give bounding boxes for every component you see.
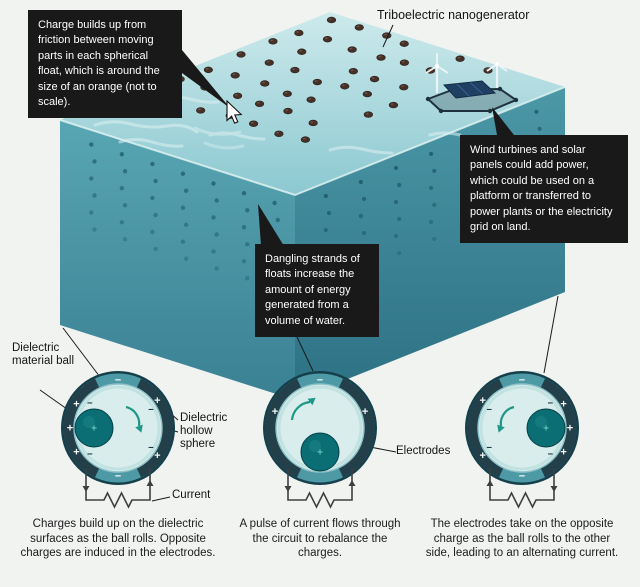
mouse-cursor: [226, 99, 243, 124]
caption-current-pulse: A pulse of current flows through the cir…: [239, 518, 401, 560]
surface-floats: [169, 16, 493, 143]
svg-text:+: +: [154, 395, 160, 407]
label-triboelectric-nanogenerator: Triboelectric nanogenerator: [377, 8, 530, 22]
svg-text:−: −: [87, 449, 93, 460]
caption-alternating-current: The electrodes take on the opposite char…: [425, 518, 619, 560]
svg-text:+: +: [567, 423, 573, 435]
svg-text:+: +: [272, 406, 278, 418]
svg-text:+: +: [543, 424, 549, 435]
svg-text:−: −: [317, 375, 323, 387]
svg-text:+: +: [91, 424, 97, 435]
wind-turbine-icon: [425, 53, 449, 74]
svg-text:−: −: [519, 375, 525, 387]
wind-turbine-icon: [486, 52, 508, 72]
svg-text:+: +: [67, 423, 73, 435]
caption-charge-buildup: Charges build up on the dielectric surfa…: [20, 518, 216, 560]
cube-front-face: [60, 120, 295, 400]
label-dielectric-hollow-sphere: Dielectric hollow sphere: [180, 412, 228, 451]
label-dielectric-material-ball: Dielectric material ball: [12, 342, 74, 368]
svg-text:−: −: [115, 471, 121, 483]
svg-text:−: −: [87, 398, 93, 409]
pointer-friction: [182, 50, 230, 108]
svg-text:−: −: [486, 405, 492, 416]
callout-friction: Charge builds up from friction between m…: [28, 10, 182, 119]
diagram-alternating-current: +−−+++−−++−−: [465, 371, 579, 509]
callout-wind-solar: Wind turbines and solar panels could add…: [460, 135, 628, 244]
svg-text:+: +: [560, 447, 566, 459]
label-electrodes: Electrodes: [396, 445, 451, 457]
svg-text:+: +: [317, 448, 323, 459]
svg-text:−: −: [519, 471, 525, 483]
diagram-charge-buildup: +−−+++−−++−−: [61, 371, 175, 509]
diagram-current-pulse: + − + +: [263, 371, 377, 509]
svg-text:−: −: [547, 449, 553, 460]
svg-text:+: +: [560, 399, 566, 411]
pointer-wind-solar: [492, 107, 514, 135]
cube-top-face: [60, 12, 565, 195]
surface-waves: [93, 65, 462, 155]
zoom-connector-lines: [62, 295, 559, 378]
title-pointer-line: [382, 24, 394, 48]
svg-text:+: +: [479, 395, 485, 407]
offshore-platform: [425, 52, 519, 114]
svg-text:+: +: [362, 406, 368, 418]
svg-text:+: +: [73, 399, 79, 411]
svg-text:−: −: [115, 375, 121, 387]
svg-text:+: +: [479, 450, 485, 462]
svg-text:+: +: [154, 450, 160, 462]
solar-panel-grid: [456, 82, 484, 97]
callout-pointers: [182, 24, 514, 246]
waterline-edge: [59, 86, 566, 197]
callout-dangling: Dangling strands of floats increase the …: [255, 244, 379, 337]
pointer-dangling: [258, 204, 284, 246]
svg-text:−: −: [486, 443, 492, 454]
svg-text:−: −: [148, 443, 154, 454]
label-current: Current: [172, 489, 211, 501]
svg-text:+: +: [73, 447, 79, 459]
svg-text:−: −: [148, 405, 154, 416]
svg-text:−: −: [547, 398, 553, 409]
